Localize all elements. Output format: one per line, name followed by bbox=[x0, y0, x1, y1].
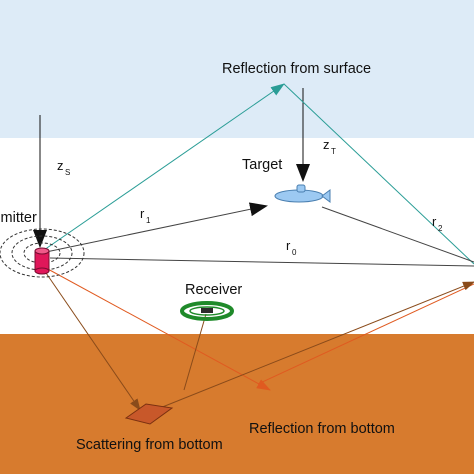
bottom-reflection-label: Reflection from bottom bbox=[249, 421, 395, 437]
surface-incident-ray bbox=[43, 83, 285, 251]
scatter-to-local-receiver-ray bbox=[183, 313, 207, 391]
range-r2-subscript: 2 bbox=[438, 224, 443, 233]
source-to-target-ray bbox=[45, 202, 268, 253]
receiver-label: Receiver bbox=[185, 282, 242, 298]
target-depth-symbol: z bbox=[323, 137, 330, 152]
transmitter-icon bbox=[0, 228, 85, 278]
surface-reflection-label: Reflection from surface bbox=[222, 61, 371, 77]
source-depth-subscript: S bbox=[65, 168, 70, 177]
bottom-scattering-label: Scattering from bottom bbox=[76, 437, 223, 453]
receiver-icon bbox=[180, 301, 234, 321]
bottom-reflected-ray bbox=[257, 283, 474, 385]
target-label: Target bbox=[242, 157, 282, 173]
water-column bbox=[0, 138, 474, 334]
range-r1-subscript: 1 bbox=[146, 216, 151, 225]
scattering-patch bbox=[124, 403, 174, 425]
source-depth-symbol: z bbox=[57, 158, 64, 173]
range-r0-subscript: 0 bbox=[292, 248, 297, 257]
range-r2-symbol: r bbox=[432, 214, 437, 229]
range-r0-symbol: r bbox=[286, 238, 291, 253]
target-submarine-icon bbox=[274, 184, 331, 203]
surface-band bbox=[0, 0, 474, 138]
range-r1-symbol: r bbox=[140, 206, 145, 221]
surface-reflected-ray bbox=[283, 83, 474, 265]
target-to-receiver-ray bbox=[321, 206, 474, 263]
scatter-to-receiver-ray bbox=[139, 281, 474, 417]
seabed bbox=[0, 334, 474, 474]
bottom-incident-ray bbox=[45, 267, 271, 391]
target-depth-subscript: T bbox=[331, 147, 336, 156]
direct-ray bbox=[49, 257, 474, 267]
transmitter-label: Transmitter bbox=[0, 210, 37, 226]
scatter-incident-ray bbox=[43, 269, 141, 411]
